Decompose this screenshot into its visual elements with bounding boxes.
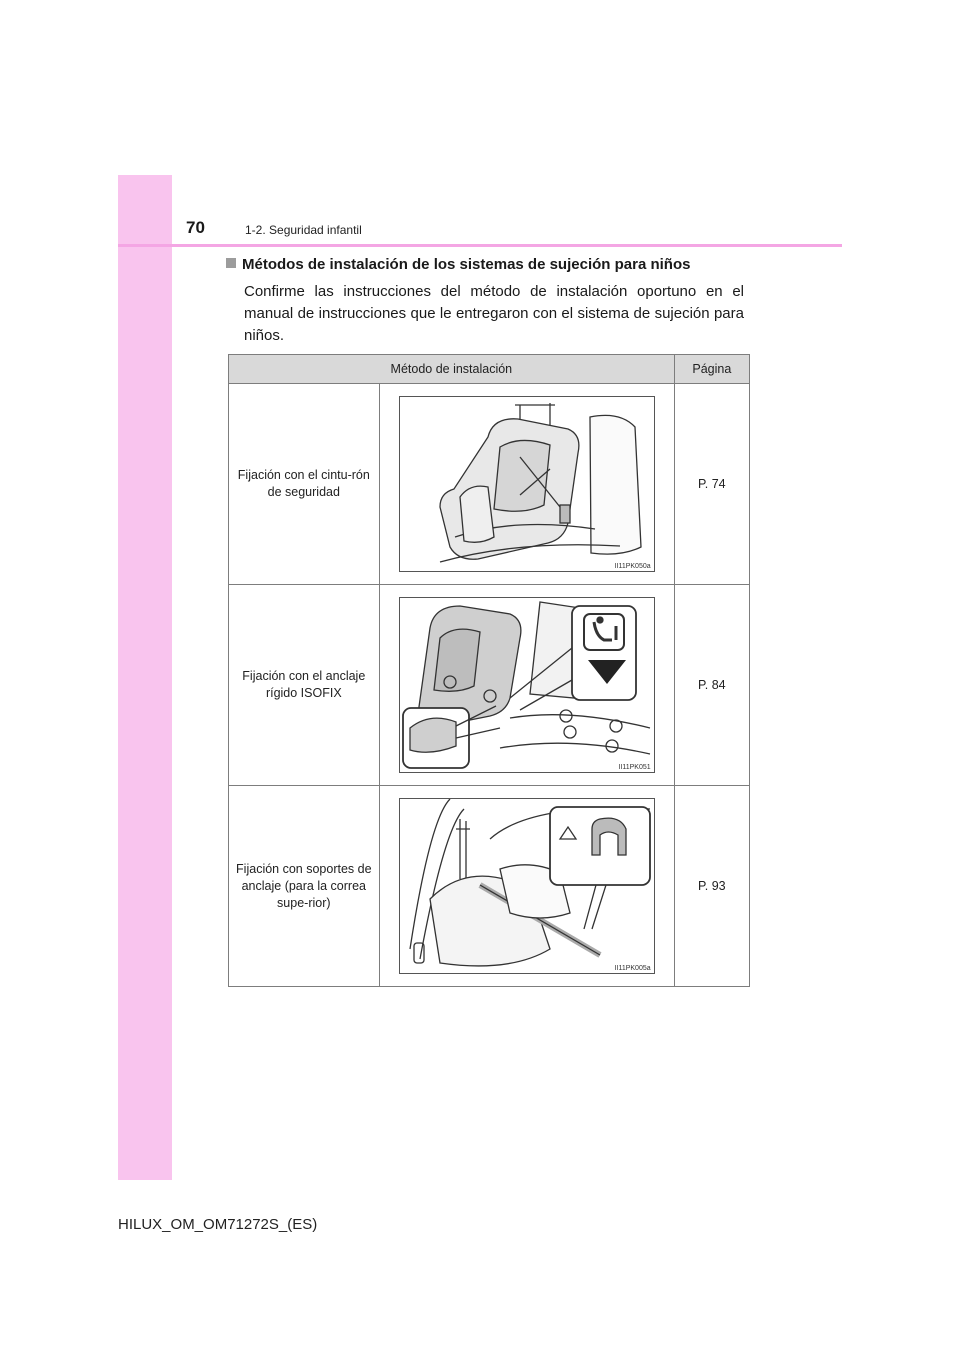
image-code: II11PK005a <box>613 965 652 972</box>
method-name: Fijación con el anclaje rígido ISOFIX <box>228 584 380 786</box>
header-rule <box>118 244 842 247</box>
page-ref: P. 84 <box>673 584 751 786</box>
top-tether-illustration: II11PK005a <box>398 798 655 974</box>
method-illustration-cell: II11PK050a <box>378 383 675 585</box>
isofix-child-seat-icon <box>592 616 618 642</box>
body-paragraph: Confirme las instrucciones del método de… <box>244 283 744 344</box>
header-page: Página <box>673 354 751 384</box>
page-number: 70 <box>186 218 205 237</box>
method-name: Fijación con soportes de anclaje (para l… <box>228 785 380 987</box>
page-ref: P. 93 <box>673 785 751 987</box>
heading-text: Métodos de instalación de los sistemas d… <box>242 256 691 273</box>
method-name: Fijación con el cintu-rón de seguridad <box>228 383 380 585</box>
method-illustration-cell: II11PK051 <box>378 584 675 786</box>
header-method: Método de instalación <box>228 354 675 384</box>
table-row: Fijación con soportes de anclaje (para l… <box>228 785 751 987</box>
page-ref: P. 74 <box>673 383 751 585</box>
image-code: II11PK050a <box>613 563 652 570</box>
footer-document-code: HILUX_OM_OM71272S_(ES) <box>118 1216 318 1233</box>
table-row: Fijación con el anclaje rígido ISOFIX <box>228 584 751 786</box>
section-heading: Métodos de instalación de los sistemas d… <box>226 256 690 273</box>
table-row: Fijación con el cintu-rón de seguridad I… <box>228 383 751 585</box>
table-header-row: Método de instalación Página <box>228 354 751 384</box>
down-arrow-icon <box>587 660 626 684</box>
method-illustration-cell: II11PK005a <box>378 785 675 987</box>
side-color-band <box>118 175 172 1180</box>
image-code: II11PK051 <box>617 764 652 771</box>
section-title: 1-2. Seguridad infantil <box>245 223 362 237</box>
isofix-illustration: II11PK051 <box>398 597 655 773</box>
square-bullet-icon <box>226 258 236 268</box>
seat-belt-illustration: II11PK050a <box>398 396 655 572</box>
installation-methods-table: Método de instalación Página Fijación co… <box>228 354 751 987</box>
